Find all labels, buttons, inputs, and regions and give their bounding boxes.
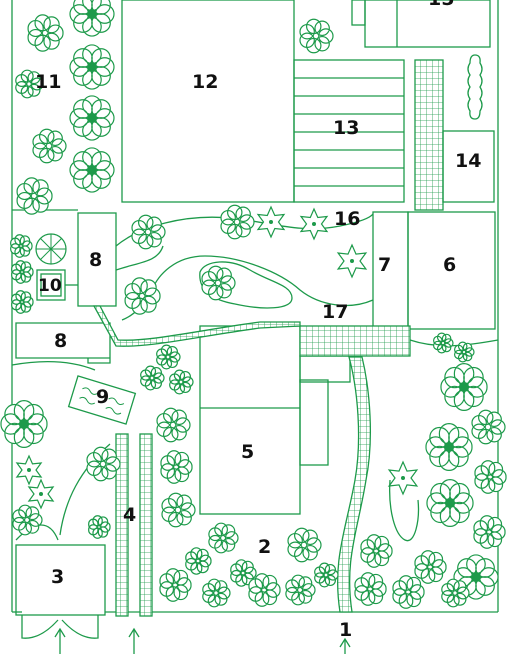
tree-icon <box>69 147 115 193</box>
shrub-icon <box>414 550 447 584</box>
shrub-icon <box>169 369 194 395</box>
star-plant-icon <box>256 205 286 239</box>
label-17: 17 <box>322 301 349 323</box>
shrub-icon <box>220 204 255 240</box>
shrub-icon <box>287 527 322 563</box>
star-plant-icon <box>15 454 43 486</box>
shrub-icon <box>201 265 236 301</box>
shrub-icon <box>432 332 454 354</box>
label-6: 6 <box>443 254 457 276</box>
tree-icon <box>440 363 488 411</box>
shrub-icon <box>131 214 166 250</box>
star-plant-icon <box>387 460 419 496</box>
entrance-arrow-icon <box>54 627 351 654</box>
tree-icon <box>69 95 115 141</box>
label-11: 11 <box>35 71 62 93</box>
shrub-icon <box>11 290 34 314</box>
terrace-17 <box>299 325 411 357</box>
shrub-icon <box>474 460 507 494</box>
label-10: 10 <box>38 276 62 296</box>
shrub-icon <box>140 365 165 391</box>
label-8-upper: 8 <box>89 249 103 271</box>
label-5: 5 <box>241 441 255 463</box>
area-8-bench <box>15 322 111 364</box>
area-14 <box>442 130 495 203</box>
shrub-icon <box>16 177 53 215</box>
area-5 <box>199 325 301 515</box>
shrub-icon <box>156 407 191 443</box>
bed-stripes <box>294 77 404 187</box>
label-3: 3 <box>51 566 65 588</box>
shrub-icon <box>248 573 281 607</box>
shrub-icon <box>299 18 334 54</box>
shrub-icon <box>230 559 257 587</box>
tree-icon <box>425 423 473 471</box>
label-9: 9 <box>96 386 110 408</box>
label-1: 1 <box>339 619 353 641</box>
label-15: 15 <box>428 0 454 9</box>
tree-icon <box>426 479 474 527</box>
shrub-icon <box>86 446 121 482</box>
bed-edge <box>389 479 420 542</box>
wheel-icon <box>35 233 67 265</box>
gate <box>21 615 99 639</box>
shrub-icon <box>392 575 425 609</box>
path-1 <box>337 356 371 613</box>
label-14: 14 <box>455 150 482 172</box>
tree-icon <box>69 44 115 90</box>
area-3 <box>15 544 106 616</box>
label-8-lower: 8 <box>54 330 68 352</box>
shrub-icon <box>314 562 339 588</box>
driveway-strip <box>115 433 129 617</box>
tree-icon <box>69 0 115 37</box>
star-plant-icon <box>299 207 329 241</box>
grid-path-north <box>414 59 444 211</box>
bed-edge <box>409 339 499 347</box>
shrub-icon <box>27 14 64 52</box>
shrub-icon <box>473 515 506 549</box>
shrub-icon <box>441 578 470 608</box>
shrub-icon <box>202 578 231 608</box>
area-9 <box>67 375 137 425</box>
star-plant-icon <box>336 243 368 279</box>
label-13: 13 <box>333 117 360 139</box>
shrub-icon <box>453 341 475 363</box>
label-2: 2 <box>258 536 272 558</box>
shrub-icon <box>471 409 506 445</box>
shrub-icon <box>285 574 316 606</box>
shrub-icon <box>124 277 161 315</box>
shrub-icon <box>354 572 387 606</box>
driveway-strip <box>139 433 153 617</box>
shrub-icon <box>10 234 33 258</box>
hedge <box>467 54 483 120</box>
shrub-icon <box>12 504 43 536</box>
label-16: 16 <box>334 208 361 230</box>
star-plant-icon <box>27 478 55 510</box>
shrub-icon <box>185 547 212 575</box>
shrub-icon <box>88 515 111 539</box>
shrub-icon <box>160 450 193 484</box>
area-12 <box>121 0 295 203</box>
plants <box>0 0 507 609</box>
shrub-icon <box>156 344 181 370</box>
shrub-icon <box>360 534 393 568</box>
label-7: 7 <box>378 254 392 276</box>
path-diagonal <box>92 305 301 347</box>
shrub-icon <box>11 260 34 284</box>
shrub-icon <box>208 522 239 554</box>
label-4: 4 <box>123 504 137 526</box>
shrub-icon <box>161 492 196 528</box>
shrub-icon <box>159 568 192 602</box>
tree-icon <box>0 400 48 448</box>
label-12: 12 <box>192 71 219 93</box>
area-13-beds <box>293 59 405 203</box>
shrub-icon <box>15 69 44 99</box>
shrub-icon <box>32 128 67 164</box>
